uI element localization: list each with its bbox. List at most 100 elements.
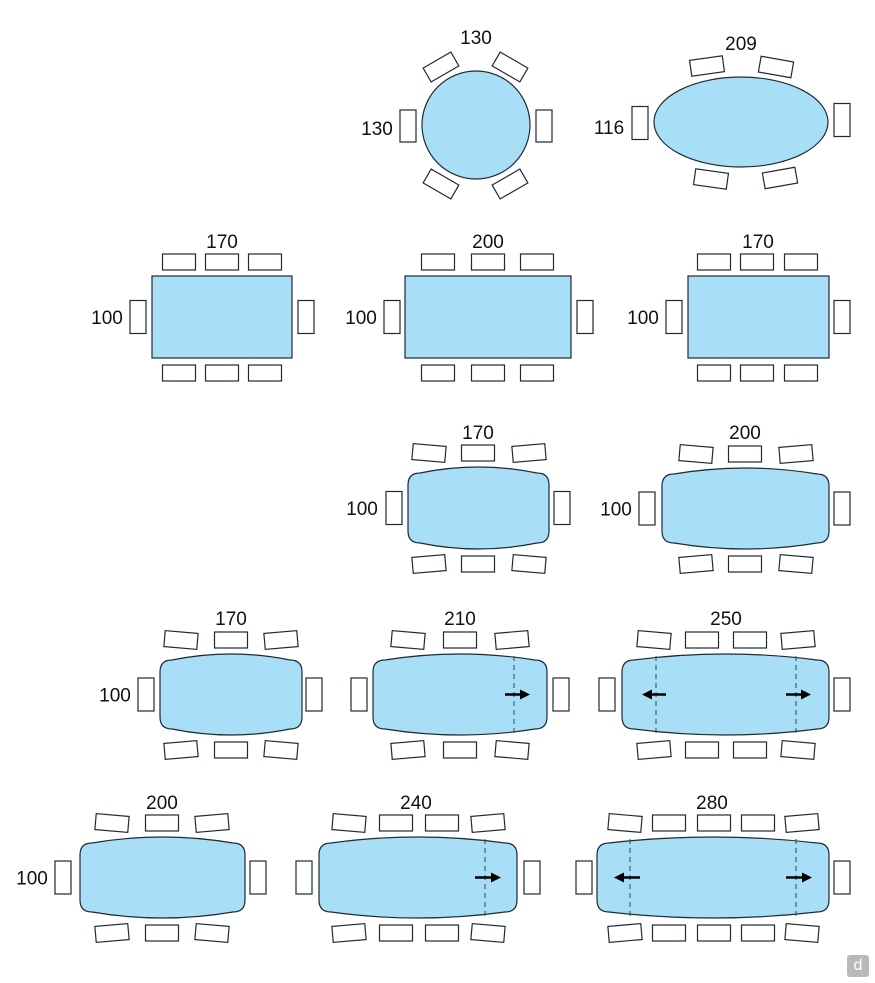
- chair-icon: [94, 812, 130, 834]
- chair-icon: [144, 814, 180, 832]
- table-top: [687, 275, 830, 359]
- width-label: 240: [400, 793, 432, 814]
- chair-icon: [204, 364, 240, 382]
- chair-icon: [470, 253, 506, 271]
- table-top: [318, 836, 518, 919]
- chair-icon: [784, 922, 820, 944]
- chair-icon: [727, 445, 763, 463]
- chair-icon: [163, 739, 199, 761]
- chair-icon: [778, 443, 814, 465]
- chair-icon: [727, 555, 763, 573]
- chair-icon: [636, 739, 672, 761]
- chair-icon: [651, 814, 687, 832]
- width-label: 170: [742, 232, 774, 253]
- chair-icon: [383, 299, 401, 335]
- chair-icon: [739, 364, 775, 382]
- chair-icon: [129, 299, 147, 335]
- table-top: [661, 467, 830, 550]
- chair-icon: [757, 55, 795, 79]
- chair-icon: [194, 922, 230, 944]
- chair-icon: [678, 443, 714, 465]
- chair-icon: [696, 924, 732, 942]
- chair-icon: [194, 812, 230, 834]
- chair-icon: [491, 168, 529, 200]
- extending-table-210: 210: [350, 609, 570, 761]
- width-label: 209: [725, 34, 757, 55]
- chair-icon: [442, 631, 478, 649]
- watermark-logo: d: [847, 955, 869, 977]
- chair-icon: [684, 631, 720, 649]
- chair-icon: [607, 922, 643, 944]
- table-top: [407, 466, 550, 550]
- chair-icon: [761, 166, 799, 190]
- chair-icon: [833, 299, 851, 335]
- chair-icon: [494, 739, 530, 761]
- chair-icon: [740, 814, 776, 832]
- depth-label: 100: [16, 869, 48, 890]
- chair-icon: [144, 924, 180, 942]
- arrow-head-icon: [801, 689, 811, 700]
- chair-icon: [688, 55, 726, 77]
- oval-table-209: 209 116: [594, 34, 851, 190]
- table-top: [372, 653, 548, 736]
- chair-icon: [54, 860, 72, 895]
- chair-icon: [523, 860, 541, 895]
- chair-icon: [137, 677, 155, 712]
- width-label: 170: [215, 609, 247, 630]
- chair-icon: [94, 922, 130, 944]
- chair-icon: [378, 814, 414, 832]
- chair-icon: [161, 253, 197, 271]
- chair-icon: [422, 168, 460, 200]
- width-label: 280: [696, 793, 728, 814]
- chair-icon: [411, 553, 447, 575]
- chair-icon: [684, 741, 720, 759]
- chair-icon: [470, 364, 506, 382]
- width-label: 170: [462, 423, 494, 444]
- table-top: [151, 275, 293, 359]
- chair-icon: [249, 860, 267, 895]
- extending-table-280: 280: [575, 793, 851, 944]
- chair-icon: [665, 299, 683, 335]
- arrow-head-icon: [642, 689, 652, 700]
- chair-icon: [247, 253, 283, 271]
- chair-icon: [696, 253, 732, 271]
- arrow-head-icon: [491, 872, 501, 883]
- barrel-table-170: 100 170: [346, 423, 571, 575]
- chair-icon: [247, 364, 283, 382]
- chair-icon: [213, 741, 249, 759]
- chair-icon: [442, 741, 478, 759]
- chair-icon: [783, 253, 819, 271]
- chair-icon: [651, 924, 687, 942]
- chair-icon: [470, 922, 506, 944]
- depth-label: 100: [346, 499, 378, 520]
- chair-icon: [390, 629, 426, 651]
- chair-icon: [552, 677, 570, 712]
- chair-icon: [385, 490, 403, 526]
- chair-icon: [780, 739, 816, 761]
- width-label: 200: [729, 423, 761, 444]
- table-top: [404, 275, 572, 359]
- depth-label: 116: [594, 118, 624, 139]
- chair-icon: [636, 629, 672, 651]
- chair-icon: [422, 51, 460, 83]
- chair-icon: [740, 924, 776, 942]
- width-label: 130: [460, 28, 492, 49]
- chair-icon: [732, 741, 768, 759]
- chair-icon: [696, 364, 732, 382]
- chair-icon: [511, 442, 547, 464]
- width-label: 170: [206, 232, 238, 253]
- chair-icon: [331, 812, 367, 834]
- chair-icon: [631, 105, 649, 141]
- chair-icon: [263, 629, 299, 651]
- depth-label: 100: [99, 686, 131, 707]
- table-top: [653, 76, 829, 168]
- chair-icon: [213, 631, 249, 649]
- chair-icon: [598, 677, 616, 712]
- table-top: [159, 653, 303, 736]
